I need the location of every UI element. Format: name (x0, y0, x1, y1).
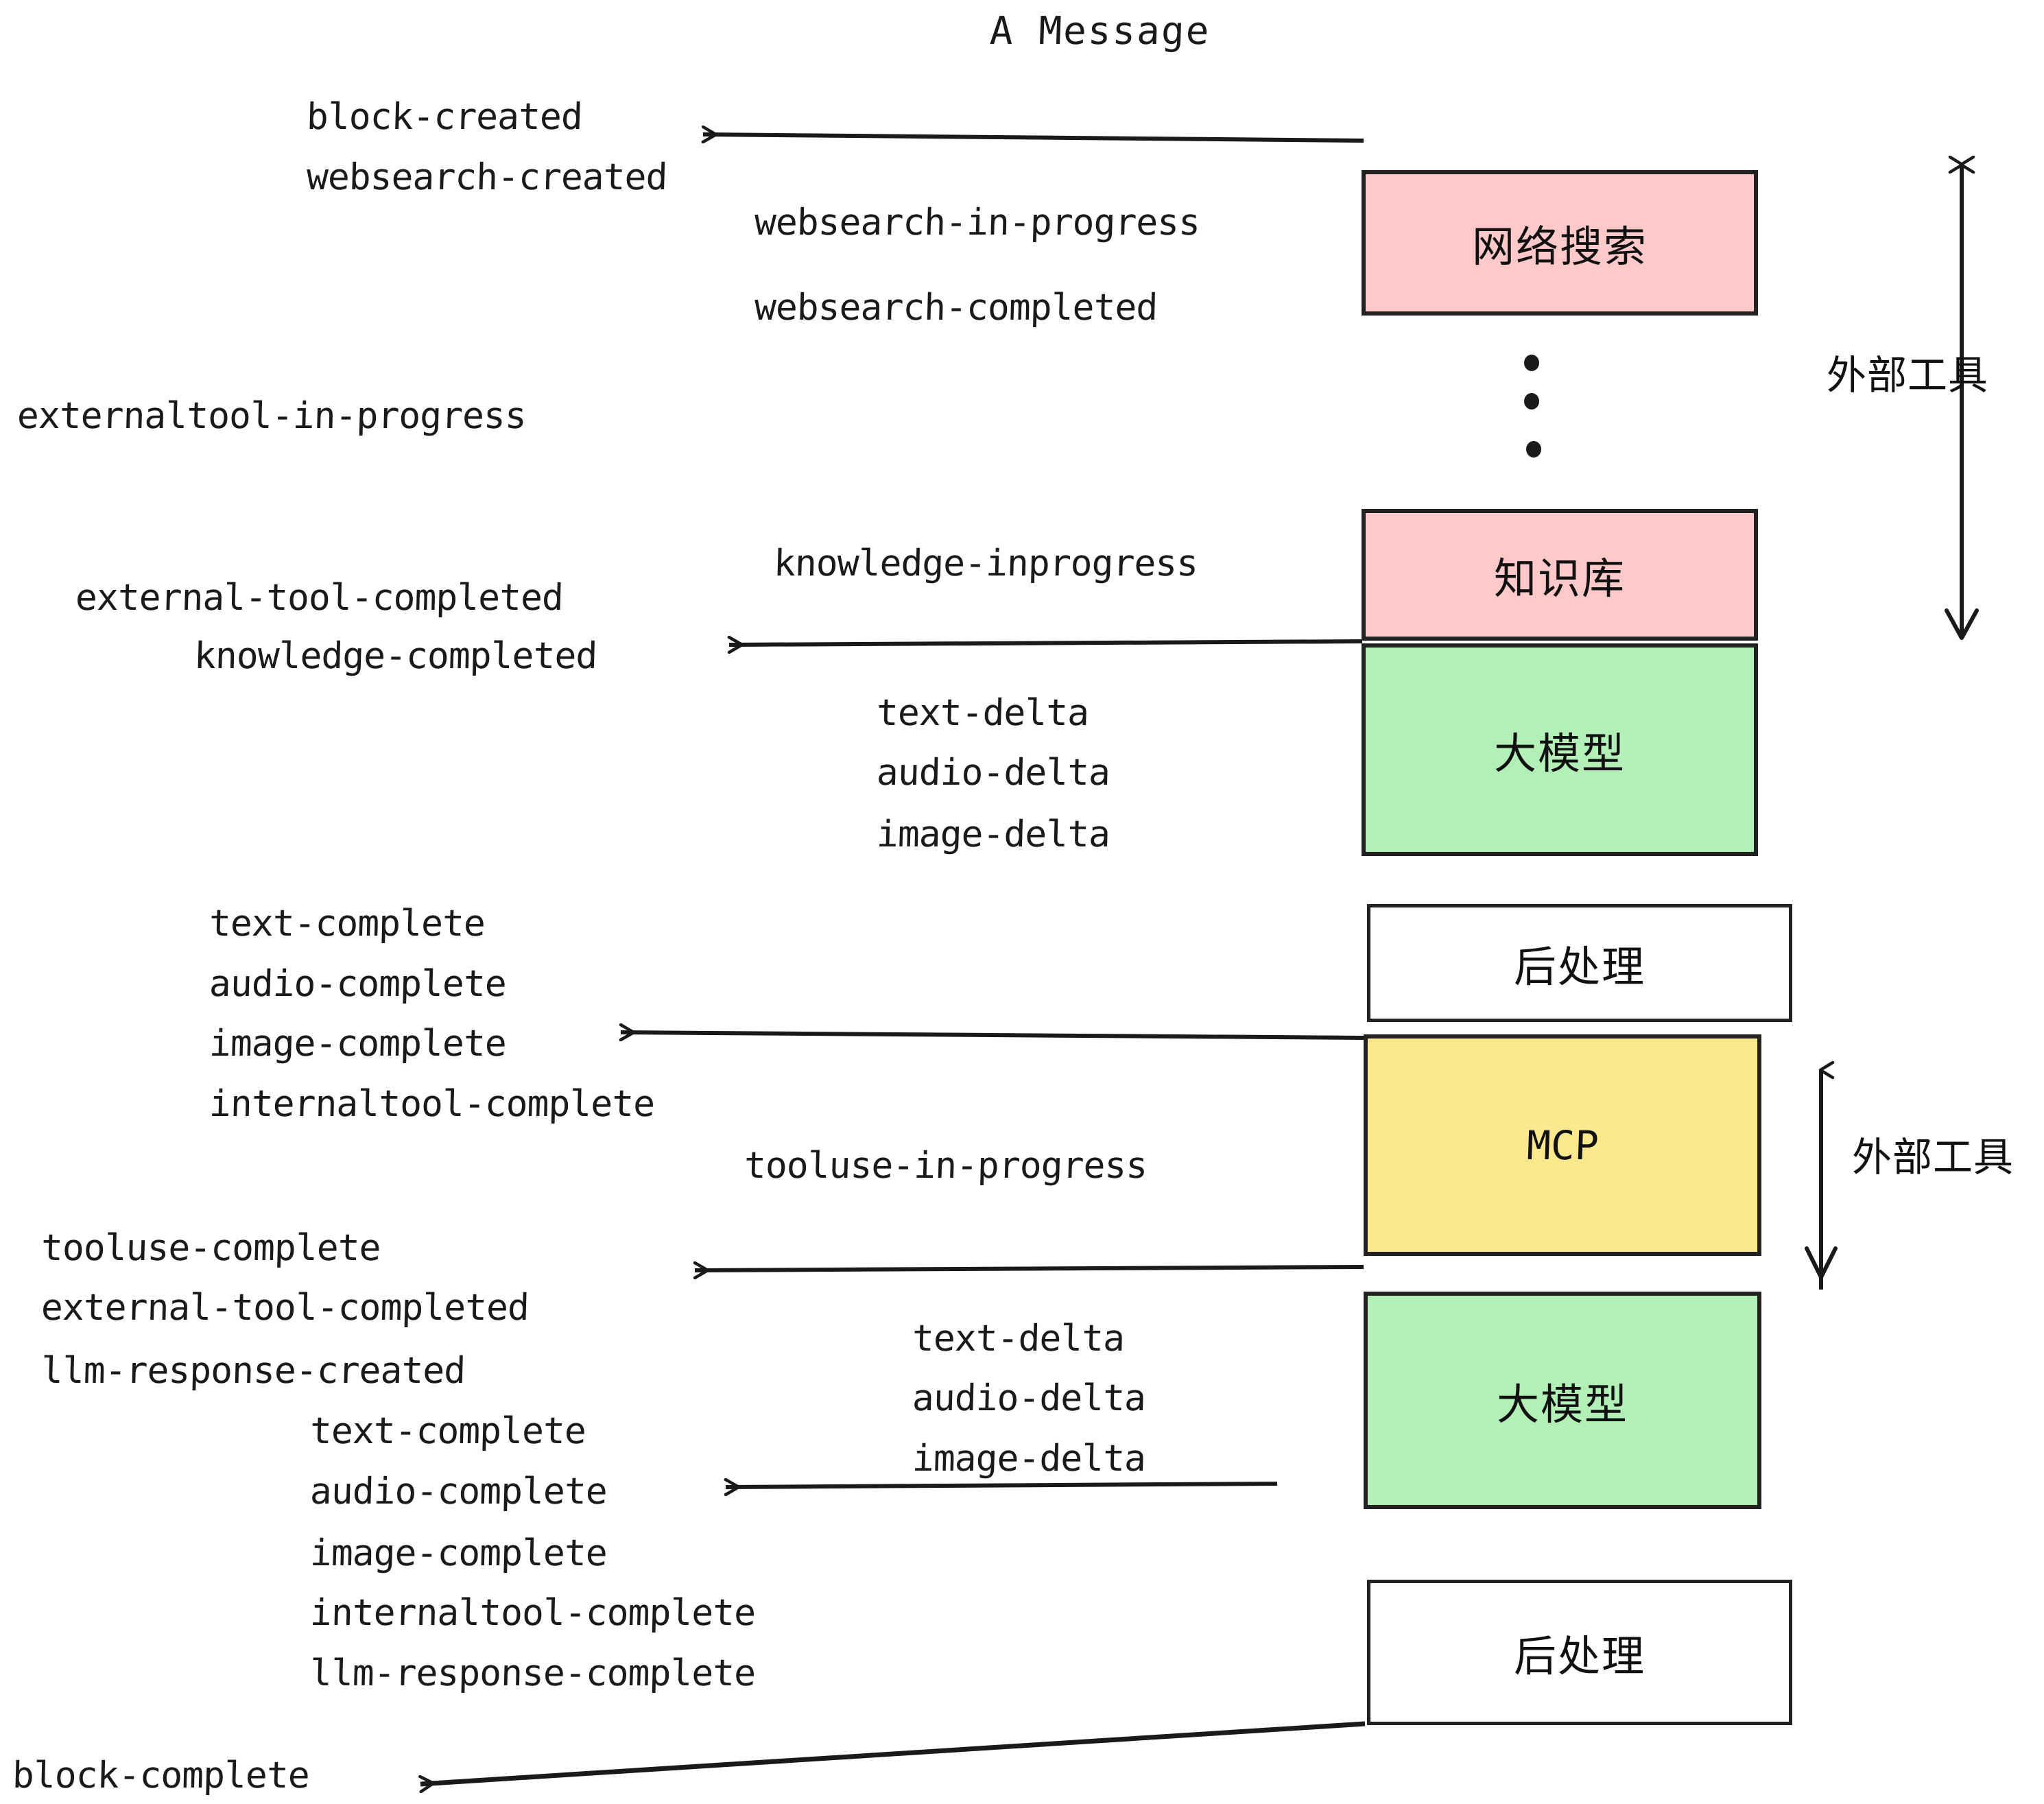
event-llm-response-complete: llm-response-complete (309, 1652, 756, 1694)
node-knowledge[interactable]: 知识库 (1362, 509, 1758, 641)
event-audio-complete-2: audio-complete (309, 1471, 608, 1512)
event-tooluse-complete: tooluse-complete (40, 1227, 381, 1269)
event-image-delta-2: image-delta (912, 1438, 1146, 1480)
event-image-complete-2: image-complete (309, 1532, 608, 1574)
ellipsis-dot (1524, 393, 1539, 410)
event-knowledge-inprogress: knowledge-inprogress (773, 543, 1198, 584)
event-audio-delta-1: audio-delta (876, 752, 1110, 794)
arrow-postprocess-to-image-complete (621, 1032, 1366, 1038)
node-llm-1-label: 大模型 (1493, 731, 1626, 778)
group-label-external-tools-bottom: 外部工具 (1852, 1135, 2015, 1180)
node-postprocess-2-label: 后处理 (1513, 1633, 1645, 1681)
event-internaltool-complete-2: internaltool-complete (309, 1592, 756, 1634)
event-text-complete-2: text-complete (309, 1410, 586, 1452)
event-knowledge-completed: knowledge-completed (193, 635, 598, 677)
arrow-postprocess-to-block-complete (420, 1721, 1366, 1784)
event-externaltool-in-progress: externaltool-in-progress (16, 395, 527, 437)
node-postprocess-1[interactable]: 后处理 (1367, 904, 1792, 1022)
group-label-external-tools-top: 外部工具 (1827, 353, 1989, 398)
event-block-complete: block-complete (12, 1755, 310, 1796)
node-websearch-label: 网络搜索 (1471, 224, 1648, 271)
event-tooluse-in-progress: tooluse-in-progress (744, 1145, 1148, 1187)
node-postprocess-2[interactable]: 后处理 (1367, 1580, 1792, 1725)
node-websearch[interactable]: 网络搜索 (1362, 170, 1758, 316)
event-internaltool-complete-1: internaltool-complete (209, 1083, 655, 1125)
arrow-websearch-to-block-created (703, 134, 1364, 141)
event-websearch-in-progress: websearch-in-progress (754, 202, 1200, 244)
event-websearch-created: websearch-created (306, 156, 668, 198)
event-external-tool-completed-2: external-tool-completed (40, 1287, 530, 1329)
event-text-complete-1: text-complete (209, 903, 486, 945)
event-text-delta-2: text-delta (912, 1318, 1125, 1360)
ellipsis-dot (1526, 441, 1541, 458)
event-websearch-completed: websearch-completed (754, 287, 1158, 329)
event-block-created: block-created (306, 96, 583, 138)
event-text-delta-1: text-delta (876, 692, 1089, 734)
node-llm-2-label: 大模型 (1496, 1381, 1628, 1429)
event-image-complete-1: image-complete (209, 1023, 507, 1065)
event-image-delta-1: image-delta (876, 814, 1110, 855)
ellipsis-dot (1524, 355, 1539, 371)
event-external-tool-completed-1: external-tool-completed (75, 577, 564, 619)
arrowhead-external-tools-top-down (1945, 608, 1979, 640)
node-llm-1[interactable]: 大模型 (1362, 643, 1758, 856)
diagram-title: A Message (988, 9, 1211, 54)
arrowhead-external-tools-bottom-down (1805, 1246, 1838, 1279)
event-llm-response-created: llm-response-created (40, 1350, 466, 1392)
event-audio-delta-2: audio-delta (912, 1377, 1146, 1419)
node-mcp[interactable]: MCP (1364, 1034, 1761, 1256)
node-postprocess-1-label: 后处理 (1513, 944, 1645, 991)
node-mcp-label: MCP (1525, 1121, 1600, 1169)
arrow-mcp-to-tooluse-complete (695, 1267, 1364, 1270)
arrow-llm-to-audio-complete (726, 1484, 1278, 1487)
arrow-knowledge-to-completed (729, 641, 1363, 645)
node-llm-2[interactable]: 大模型 (1364, 1292, 1761, 1509)
node-knowledge-label: 知识库 (1493, 556, 1626, 603)
event-audio-complete-1: audio-complete (209, 963, 507, 1005)
